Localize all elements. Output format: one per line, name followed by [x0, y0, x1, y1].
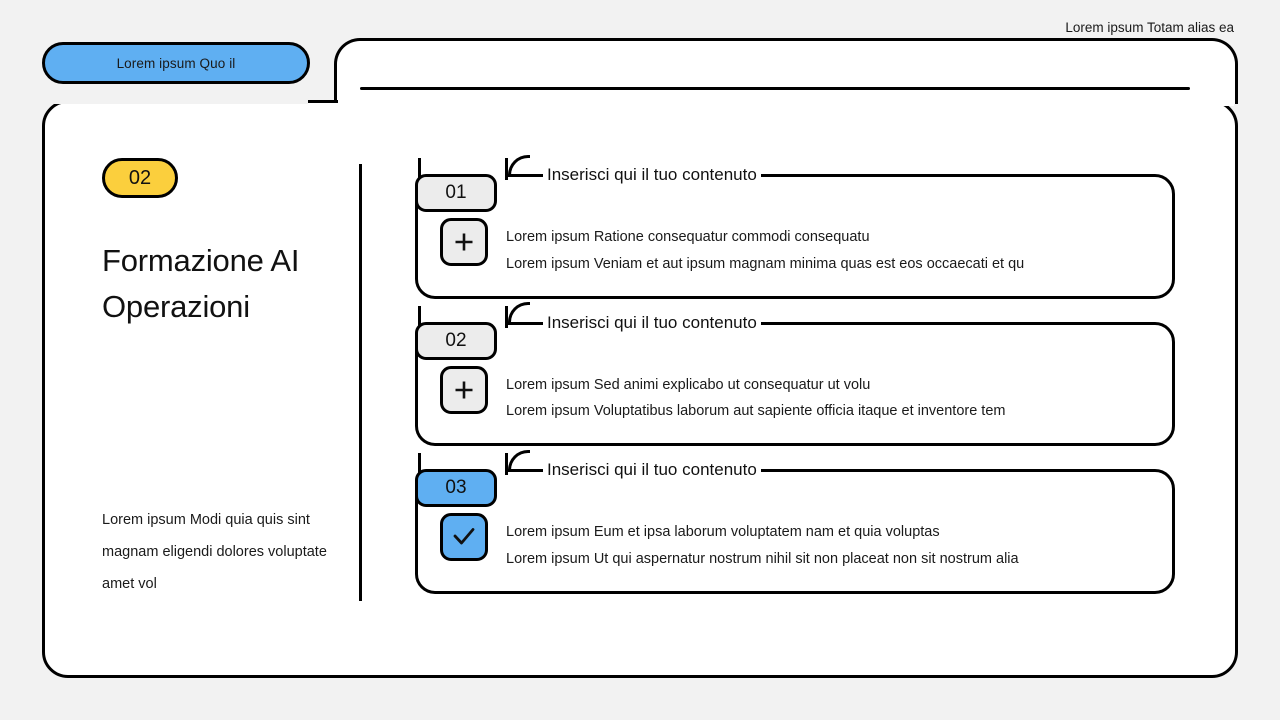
- card-lines: Lorem ipsum Ratione consequatur commodi …: [506, 224, 1152, 278]
- card-line: Lorem ipsum Ratione consequatur commodi …: [506, 229, 870, 245]
- tab-label: Lorem ipsum Quo il: [116, 55, 236, 71]
- left-column: 02 Formazione AI Operazioni: [102, 158, 342, 330]
- card-number-label: 03: [445, 477, 467, 499]
- card-line: Lorem ipsum Ut qui aspernatur nostrum ni…: [506, 551, 1019, 568]
- card-line: Lorem ipsum Voluptatibus laborum aut sap…: [506, 403, 1006, 420]
- header-right-text: Lorem ipsum Totam alias ea: [1065, 20, 1234, 35]
- card-title: Inserisci qui il tuo contenuto: [543, 165, 761, 185]
- list-item: 03 Inserisci qui il tuo contenuto Lorem …: [415, 449, 1175, 594]
- card-lines: Lorem ipsum Sed animi explicabo ut conse…: [506, 372, 1152, 426]
- card-line: Lorem ipsum Veniam et aut ipsum magnam m…: [506, 255, 1025, 272]
- section-number-label: 02: [128, 166, 152, 189]
- card-number-badge[interactable]: 02: [415, 321, 497, 360]
- card-number-label: 01: [445, 182, 467, 203]
- card-line: Lorem ipsum Eum et ipsa laborum voluptat…: [506, 524, 940, 541]
- card-number-label: 02: [445, 329, 467, 351]
- check-icon[interactable]: [440, 513, 488, 562]
- plus-icon[interactable]: [440, 365, 488, 414]
- card-number-badge[interactable]: 01: [415, 174, 497, 212]
- section-number-badge: 02: [102, 158, 178, 198]
- card-title: Inserisci qui il tuo contenuto: [543, 460, 761, 481]
- header-bar: [334, 38, 1238, 104]
- card-title: Inserisci qui il tuo contenuto: [543, 312, 761, 333]
- tab-seam: [46, 80, 308, 104]
- vertical-divider: [359, 164, 362, 601]
- cards-list: 01 Inserisci qui il tuo contenuto Lorem …: [415, 154, 1175, 617]
- content-card[interactable]: Inserisci qui il tuo contenuto Lorem ips…: [415, 302, 1175, 447]
- content-card[interactable]: Inserisci qui il tuo contenuto Lorem ips…: [415, 154, 1175, 299]
- list-item: 01 Inserisci qui il tuo contenuto Lorem …: [415, 154, 1175, 299]
- frame-seam: [338, 96, 1234, 106]
- card-line: Lorem ipsum Sed animi explicabo ut conse…: [506, 376, 871, 393]
- list-item: 02 Inserisci qui il tuo contenuto Lorem …: [415, 302, 1175, 447]
- plus-icon[interactable]: [440, 218, 488, 266]
- content-card[interactable]: Inserisci qui il tuo contenuto Lorem ips…: [415, 449, 1175, 594]
- card-number-badge[interactable]: 03: [415, 469, 497, 508]
- card-lines: Lorem ipsum Eum et ipsa laborum voluptat…: [506, 519, 1152, 573]
- page-title: Formazione AI Operazioni: [102, 243, 300, 324]
- left-note-text: Lorem ipsum Modi quia quis sint magnam e…: [102, 512, 327, 592]
- header-rule: [360, 87, 1190, 90]
- tab-lorem-ipsum-quo-il[interactable]: Lorem ipsum Quo il: [42, 42, 310, 84]
